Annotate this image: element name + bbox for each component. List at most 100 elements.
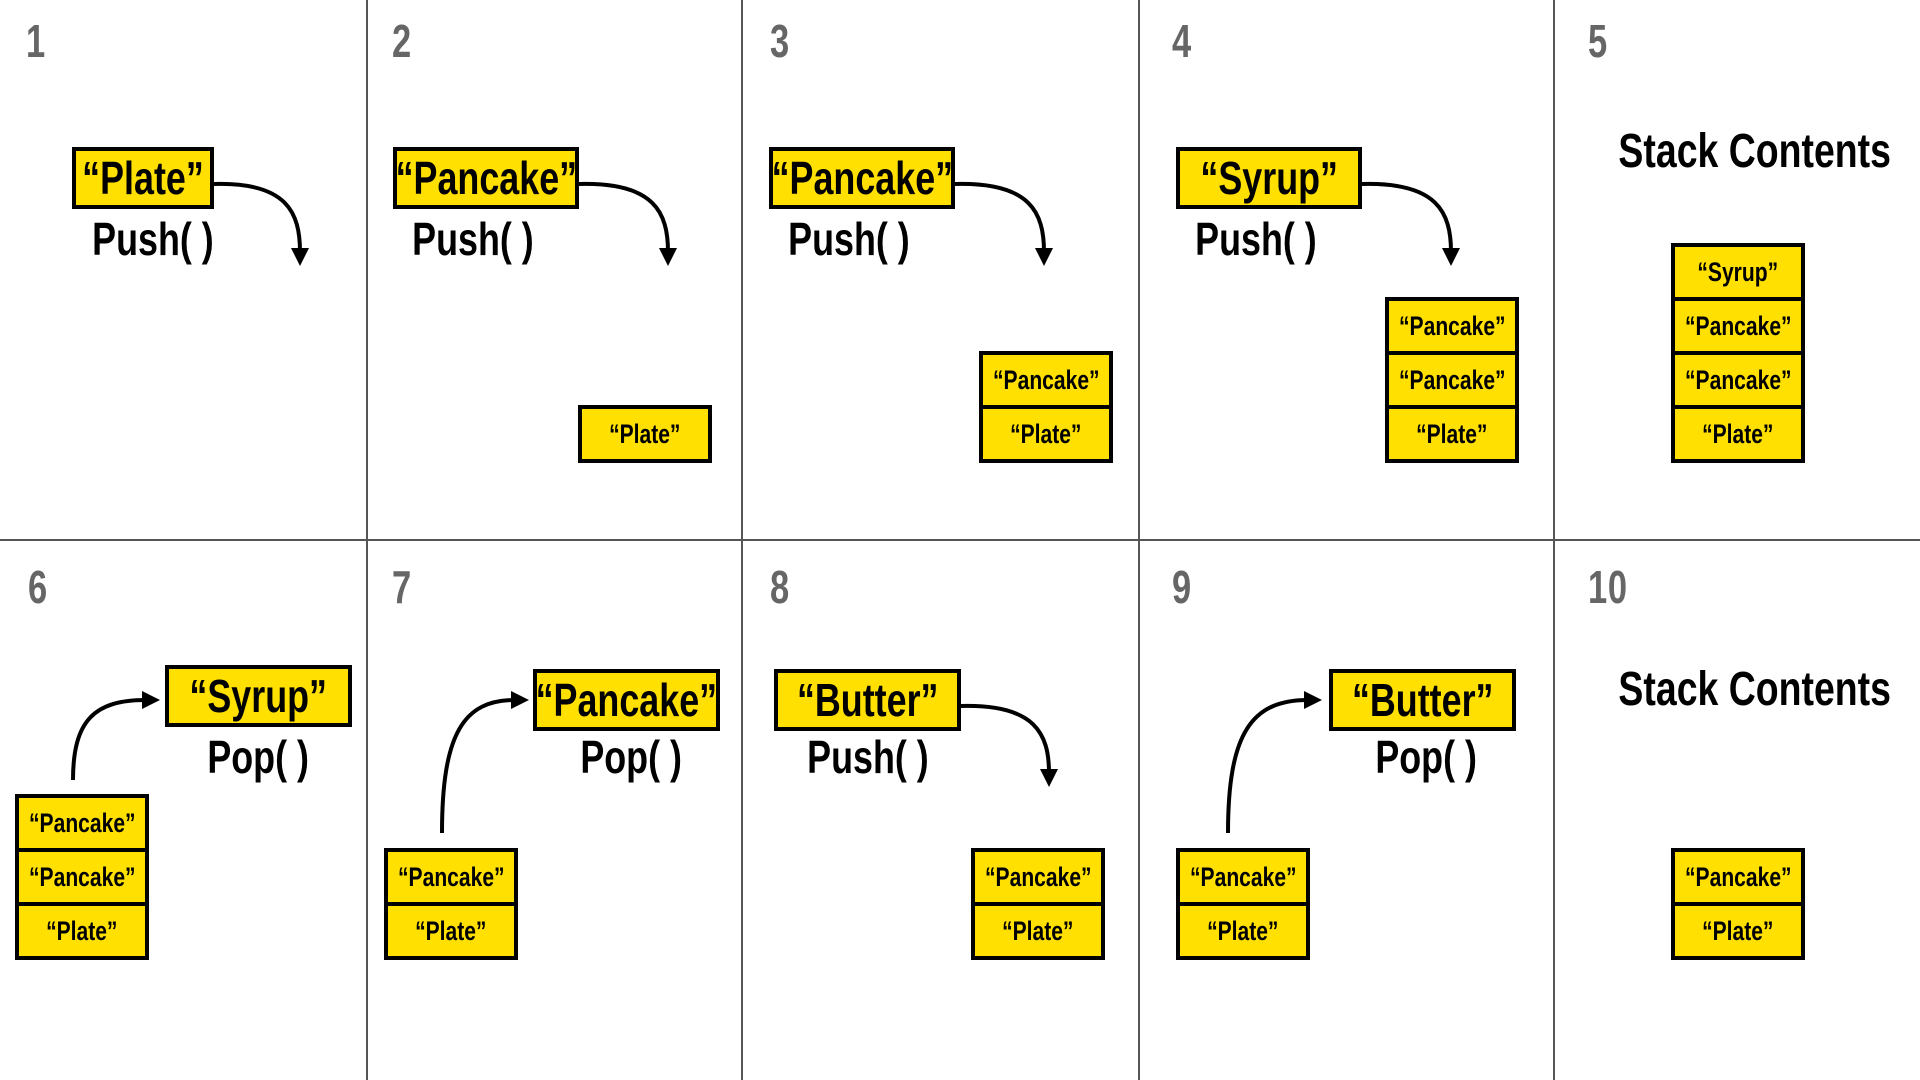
step-number: 2 bbox=[392, 15, 412, 67]
operation-text: Push( ) bbox=[1195, 213, 1317, 265]
operation-item-label: “Butter” bbox=[1351, 674, 1494, 726]
stack-item: “Plate” bbox=[578, 405, 712, 463]
operation-item-box: “Syrup” bbox=[1176, 147, 1362, 209]
stack-item-label: “Plate” bbox=[1002, 915, 1074, 946]
operation-text: Push( ) bbox=[807, 731, 929, 783]
stack-item-label: “Pancake” bbox=[1398, 364, 1506, 395]
arrow-path bbox=[1226, 698, 1309, 834]
operation-text: Pop( ) bbox=[580, 731, 682, 783]
step-number: 6 bbox=[28, 561, 48, 613]
arrow-path bbox=[578, 181, 670, 253]
operation-item-label: “Syrup” bbox=[1200, 152, 1338, 204]
stack-item: “Plate” bbox=[1671, 902, 1805, 960]
arrowhead-icon bbox=[142, 691, 160, 709]
stack-item-label: “Pancake” bbox=[28, 807, 136, 838]
arrow-path bbox=[954, 181, 1046, 253]
operation-label: Push( ) bbox=[769, 212, 929, 266]
operation-item-box: “Syrup” bbox=[165, 665, 352, 727]
stack-item-label: “Pancake” bbox=[1398, 310, 1506, 341]
stack-item-label: “Plate” bbox=[1702, 418, 1774, 449]
operation-label: Pop( ) bbox=[1340, 730, 1512, 784]
operation-item-label: “Butter” bbox=[796, 674, 939, 726]
stack-item-label: “Plate” bbox=[1416, 418, 1488, 449]
operation-label: Push( ) bbox=[72, 212, 234, 266]
curved-arrow-icon bbox=[954, 181, 1053, 266]
operation-item-box: “Pancake” bbox=[393, 147, 579, 209]
operation-text: Push( ) bbox=[788, 213, 910, 265]
stack-item: “Plate” bbox=[15, 902, 149, 960]
operation-item-box: “Butter” bbox=[774, 669, 961, 731]
stack-item: “Pancake” bbox=[15, 794, 149, 852]
arrowhead-icon bbox=[1035, 248, 1053, 266]
operation-item-label: “Pancake” bbox=[535, 674, 718, 726]
step-number: 5 bbox=[1588, 15, 1608, 67]
stack-item: “Pancake” bbox=[1385, 351, 1519, 409]
stack-item-label: “Plate” bbox=[415, 915, 487, 946]
curved-arrow-icon bbox=[213, 181, 309, 266]
operation-item-label: “Pancake” bbox=[771, 152, 953, 204]
operation-label: Push( ) bbox=[1176, 212, 1336, 266]
stack-item-label: “Plate” bbox=[1010, 418, 1082, 449]
stack-item: “Pancake” bbox=[1671, 848, 1805, 906]
operation-item-label: “Pancake” bbox=[395, 152, 577, 204]
arrowhead-icon bbox=[1040, 769, 1058, 787]
step-number: 8 bbox=[770, 561, 790, 613]
operation-item-box: “Pancake” bbox=[533, 669, 720, 731]
stack-item: “Plate” bbox=[384, 902, 518, 960]
stack-item-label: “Plate” bbox=[1207, 915, 1279, 946]
stack-item: “Plate” bbox=[1176, 902, 1310, 960]
stack-item: “Pancake” bbox=[1176, 848, 1310, 906]
stack-item-label: “Pancake” bbox=[28, 861, 136, 892]
curved-arrow-icon bbox=[1226, 691, 1322, 834]
stack-item: “Plate” bbox=[979, 405, 1113, 463]
curved-arrow-icon bbox=[578, 181, 677, 266]
stack-item-label: “Pancake” bbox=[992, 364, 1100, 395]
step-number: 4 bbox=[1172, 15, 1192, 67]
arrow-path bbox=[71, 698, 147, 781]
step-number: 3 bbox=[770, 15, 790, 67]
arrowhead-icon bbox=[291, 248, 309, 266]
operation-item-box: “Plate” bbox=[72, 147, 214, 209]
stack-item: “Pancake” bbox=[1671, 351, 1805, 409]
stack-item: “Plate” bbox=[971, 902, 1105, 960]
operation-item-label: “Plate” bbox=[82, 152, 204, 204]
stack-item-label: “Pancake” bbox=[1684, 861, 1792, 892]
stack-item: “Pancake” bbox=[971, 848, 1105, 906]
stack-contents-title: Stack Contents bbox=[1580, 662, 1900, 717]
stack-item: “Pancake” bbox=[1671, 297, 1805, 355]
curved-arrow-icon bbox=[1361, 181, 1460, 266]
curved-arrow-icon bbox=[71, 691, 160, 781]
step-number: 7 bbox=[392, 561, 412, 613]
stack-contents-title-text: Stack Contents bbox=[1618, 125, 1891, 178]
stack-item-label: “Plate” bbox=[609, 418, 681, 449]
stack-contents-title-text: Stack Contents bbox=[1618, 663, 1891, 716]
operation-label: Pop( ) bbox=[172, 730, 344, 784]
arrow-path bbox=[213, 181, 302, 253]
curved-arrow-icon bbox=[440, 691, 529, 834]
stack-item-label: “Syrup” bbox=[1697, 256, 1779, 287]
stack-item: “Pancake” bbox=[15, 848, 149, 906]
operation-text: Pop( ) bbox=[1375, 731, 1477, 783]
stack-contents-title: Stack Contents bbox=[1580, 124, 1900, 179]
step-number: 10 bbox=[1588, 561, 1628, 613]
operation-item-label: “Syrup” bbox=[189, 670, 328, 722]
stack-item: “Syrup” bbox=[1671, 243, 1805, 301]
stack-item-label: “Pancake” bbox=[984, 861, 1092, 892]
stack-item-label: “Pancake” bbox=[397, 861, 505, 892]
operation-text: Push( ) bbox=[412, 213, 534, 265]
arrowhead-icon bbox=[1304, 691, 1322, 709]
operation-label: Push( ) bbox=[393, 212, 553, 266]
operation-label: Push( ) bbox=[790, 730, 940, 784]
arrowhead-icon bbox=[1442, 248, 1460, 266]
operation-item-box: “Pancake” bbox=[769, 147, 955, 209]
arrowhead-icon bbox=[511, 691, 529, 709]
stack-item: “Plate” bbox=[1385, 405, 1519, 463]
stack-item-label: “Plate” bbox=[1702, 915, 1774, 946]
stack-item-label: “Pancake” bbox=[1189, 861, 1297, 892]
stack-item: “Pancake” bbox=[979, 351, 1113, 409]
operation-text: Pop( ) bbox=[207, 731, 309, 783]
divider-horizontal bbox=[0, 539, 1920, 541]
operation-item-box: “Butter” bbox=[1329, 669, 1516, 731]
stack-item: “Pancake” bbox=[384, 848, 518, 906]
